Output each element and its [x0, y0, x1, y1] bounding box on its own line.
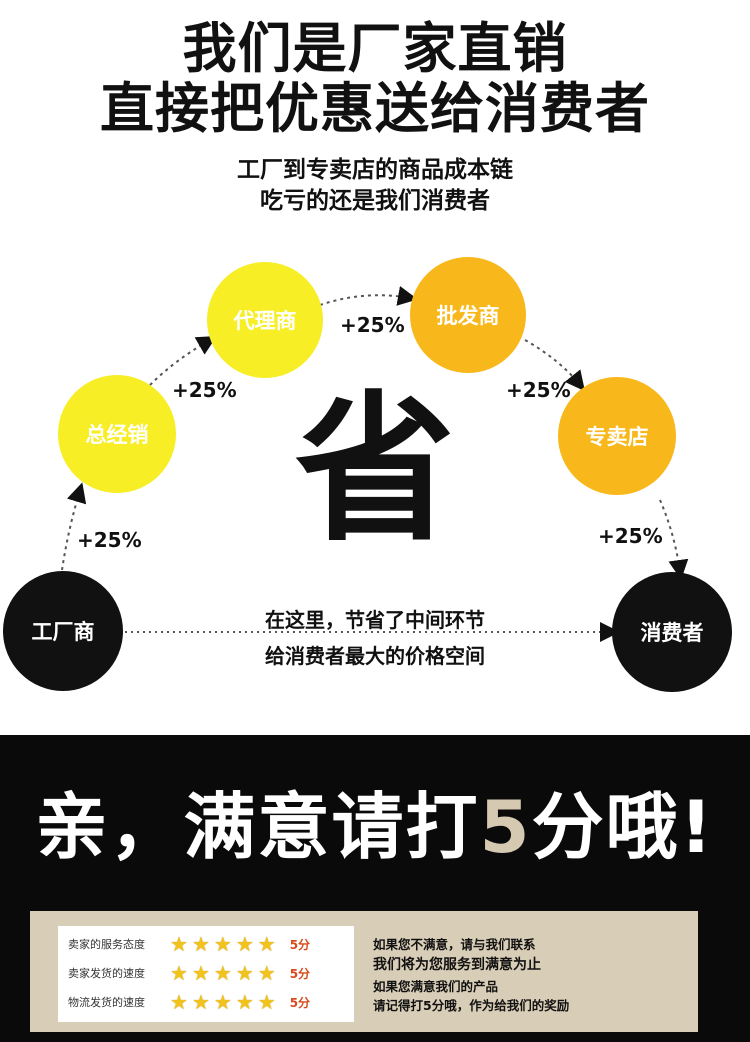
star-icon: ★: [235, 961, 254, 985]
rating-label: 卖家发货的速度: [68, 967, 145, 980]
node-wholesaler: 批发商: [410, 257, 526, 373]
flow-arrows: [61, 286, 689, 642]
star-rating: ★ ★ ★ ★ ★: [170, 963, 276, 983]
note-line4: 请记得打5分哦，作为给我们的奖励: [373, 998, 570, 1013]
slogan: 亲，满意请打5分哦!: [0, 782, 750, 872]
subtitle-line2: 吃亏的还是我们消费者: [260, 188, 490, 214]
rating-label: 物流发货的速度: [68, 996, 145, 1009]
star-icon: ★: [191, 961, 210, 985]
rating-row-service: 卖家的服务态度 ★ ★ ★ ★ ★ 5分: [68, 932, 310, 956]
star-icon: ★: [213, 932, 232, 956]
headline-line2: 直接把优惠送给消费者: [100, 77, 650, 140]
rating-score: 5分: [289, 995, 311, 1010]
rating-box: 卖家的服务态度 ★ ★ ★ ★ ★ 5分 卖家发货的速度 ★ ★ ★ ★ ★ 5…: [58, 926, 354, 1022]
arrow-factory-to-distributor: [61, 482, 87, 571]
middle-note-line1: 在这里，节省了中间环节: [265, 608, 485, 632]
star-icon: ★: [213, 990, 232, 1014]
rating-label: 卖家的服务态度: [68, 938, 145, 951]
note-line3: 如果您满意我们的产品: [373, 979, 499, 994]
star-icon: ★: [257, 990, 276, 1014]
node-general-distributor: 总经销: [58, 375, 176, 493]
rating-row-shipping: 卖家发货的速度 ★ ★ ★ ★ ★ 5分: [68, 961, 310, 985]
node-specialty-store: 专卖店: [558, 377, 676, 495]
arrow-agent-to-wholesaler: [319, 286, 418, 306]
arrow-wholesaler-to-store: [524, 339, 585, 392]
rating-score: 5分: [289, 937, 311, 952]
note-line2: 我们将为您服务到满意为止: [373, 957, 541, 973]
headline-line1: 我们是厂家直销: [182, 17, 568, 80]
star-icon: ★: [235, 932, 254, 956]
arrow-distributor-to-agent: [149, 336, 217, 386]
note-line1: 如果您不满意，请与我们联系: [373, 937, 536, 952]
star-icon: ★: [257, 961, 276, 985]
star-icon: ★: [257, 932, 276, 956]
star-icon: ★: [191, 990, 210, 1014]
arrow-store-to-consumer: [659, 499, 689, 580]
node-factory: 工厂商: [3, 571, 123, 691]
rating-row-logistics: 物流发货的速度 ★ ★ ★ ★ ★ 5分: [68, 990, 310, 1014]
rating-score: 5分: [289, 966, 311, 981]
markup-3: +25%: [340, 313, 405, 337]
star-rating: ★ ★ ★ ★ ★: [170, 934, 276, 954]
markup-1: +25%: [77, 528, 142, 552]
star-icon: ★: [170, 961, 188, 985]
node-consumer: 消费者: [612, 572, 732, 692]
star-icon: ★: [170, 932, 188, 956]
star-icon: ★: [170, 990, 188, 1014]
slogan-after: 分哦!: [531, 785, 715, 869]
star-icon: ★: [213, 961, 232, 985]
star-rating: ★ ★ ★ ★ ★: [170, 992, 276, 1012]
markup-2: +25%: [172, 378, 237, 402]
subtitle-line1: 工厂到专卖店的商品成本链: [237, 157, 513, 183]
star-icon: ★: [191, 932, 210, 956]
markup-4: +25%: [506, 378, 571, 402]
slogan-before: 亲，满意请打: [35, 785, 480, 869]
node-agent: 代理商: [207, 262, 323, 378]
slogan-number: 5: [479, 785, 532, 869]
star-icon: ★: [235, 990, 254, 1014]
markup-5: +25%: [598, 524, 663, 548]
save-character: 省: [294, 376, 455, 563]
middle-note-line2: 给消费者最大的价格空间: [265, 644, 485, 668]
